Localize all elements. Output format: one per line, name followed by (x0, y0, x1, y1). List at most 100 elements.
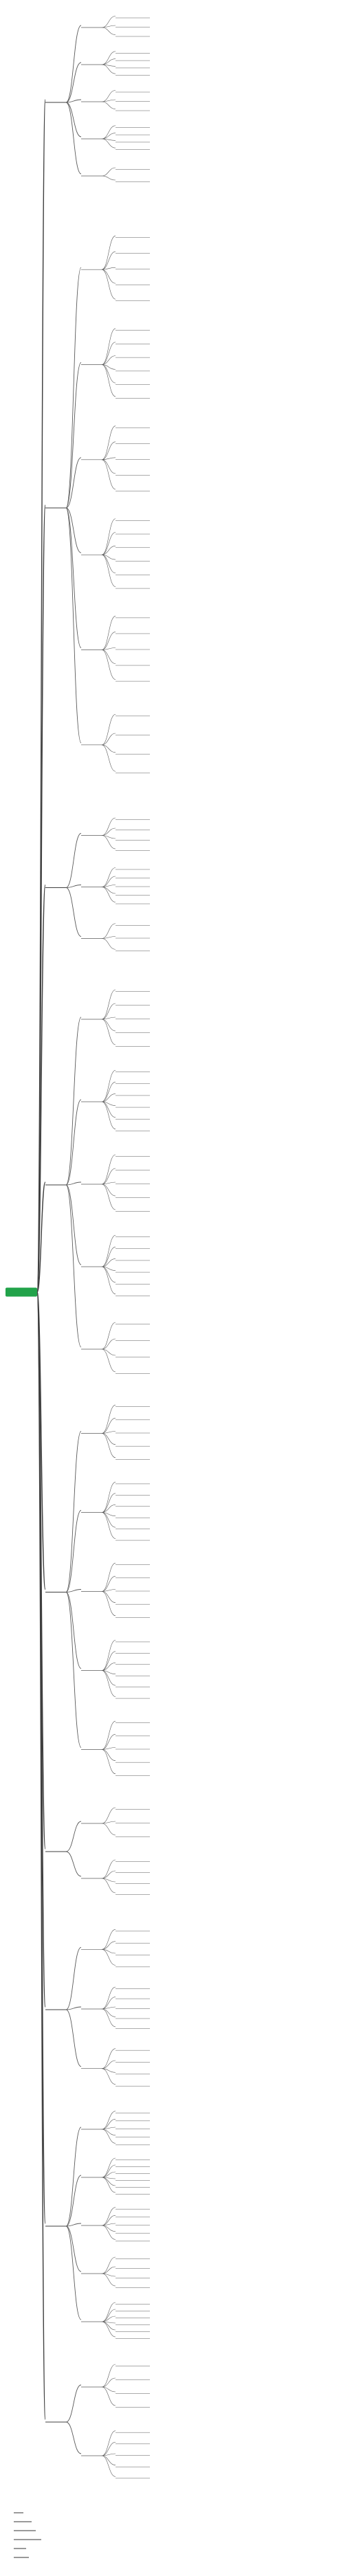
leaf-connector (101, 1576, 116, 1592)
legend-marker (14, 2520, 32, 2522)
leaf-connector (101, 1322, 116, 1350)
leaf-connector (101, 1418, 116, 1434)
leaf-connector (101, 2225, 116, 2232)
leaf-connector (101, 1433, 116, 1458)
leaf-connector (101, 459, 116, 474)
leaf-connector (101, 1404, 116, 1434)
child-connector (65, 1184, 82, 1348)
leaf-connector (101, 1093, 116, 1102)
leaf-connector (101, 647, 116, 650)
leaf-connector (101, 175, 116, 181)
leaf-connector (101, 1493, 116, 1513)
child-connector (65, 833, 82, 888)
leaf-connector (101, 1720, 116, 1750)
leaf-connector (101, 1338, 116, 1350)
leaf-connector (101, 441, 116, 460)
leaf-connector (101, 1101, 116, 1130)
leaf-connector (101, 2430, 116, 2456)
leaf-connector (101, 2119, 116, 2130)
leaf-connector (101, 2048, 116, 2069)
child-connector (65, 1099, 82, 1186)
leaf-connector (101, 1651, 116, 1671)
leaf-connector (101, 554, 116, 587)
leaf-connector (101, 1154, 116, 1185)
leaf-connector (101, 355, 116, 365)
child-connector (65, 1017, 82, 1186)
leaf-connector (101, 1348, 116, 1356)
leaf-connector (101, 1512, 116, 1539)
leaf-connector (101, 99, 116, 102)
leaf-connector (101, 2302, 116, 2322)
leaf-connector (101, 138, 116, 148)
leaf-connector (101, 1504, 116, 1513)
leaf-connector (101, 923, 116, 939)
branch-connector (36, 1291, 46, 1590)
leaf-connector (101, 457, 116, 460)
leaf-connector (101, 632, 116, 650)
leaf-connector (101, 887, 116, 894)
leaf-connector (101, 51, 116, 65)
leaf-connector (101, 936, 116, 939)
leaf-connector (101, 1591, 116, 1603)
child-connector (65, 2223, 82, 2227)
leaf-connector (101, 2111, 116, 2130)
leaf-connector (101, 2273, 116, 2287)
leaf-connector (101, 1017, 116, 1020)
leaf-connector (101, 2129, 116, 2135)
child-connector (65, 2421, 82, 2454)
legend-item (14, 2553, 96, 2561)
leaf-connector (101, 267, 116, 270)
leaf-connector (101, 2177, 116, 2193)
leaf-connector (101, 616, 116, 650)
leaf-connector (101, 828, 116, 836)
leaf-connector (101, 887, 116, 902)
leaf-connector (101, 817, 116, 836)
leaf-connector (101, 989, 116, 1020)
leaf-connector (101, 1878, 116, 1894)
root-node[interactable] (6, 1287, 37, 1297)
leaf-connector (101, 1929, 116, 1950)
leaf-connector (101, 649, 116, 664)
legend-item (14, 2544, 96, 2552)
leaf-connector (101, 1069, 116, 1102)
leaf-connector (101, 1348, 116, 1373)
child-connector (65, 507, 82, 744)
leaf-connector (101, 235, 116, 270)
leaf-connector (101, 714, 116, 746)
leaf-connector (101, 1266, 116, 1295)
child-connector (65, 1510, 82, 1592)
leaf-connector (101, 1234, 116, 1267)
child-connector (65, 1589, 82, 1592)
leaf-connector (101, 1258, 116, 1267)
child-connector (65, 1821, 82, 1852)
leaf-connector (101, 1749, 116, 1761)
child-connector (65, 2175, 82, 2227)
leaf-connector (101, 125, 116, 140)
leaf-connector (101, 101, 116, 109)
leaf-connector (101, 2453, 116, 2456)
leaf-connector (101, 167, 116, 177)
leaf-connector (101, 2225, 116, 2240)
leaf-connector (101, 1246, 116, 1267)
child-connector (65, 1592, 82, 1669)
leaf-connector (101, 532, 116, 555)
child-connector (65, 99, 82, 103)
leaf-connector (101, 342, 116, 365)
leaf-connector (101, 2309, 116, 2322)
leaf-connector (101, 1081, 116, 1102)
leaf-connector (101, 1019, 116, 1032)
leaf-connector (101, 2442, 116, 2456)
child-connector (65, 2384, 82, 2423)
leaf-connector (101, 2068, 116, 2085)
leaf-connector (101, 2207, 116, 2226)
leaf-connector (101, 2455, 116, 2465)
leaf-connector (101, 1431, 116, 1434)
legend-marker (14, 2529, 36, 2531)
leaf-connector (101, 2266, 116, 2274)
leaf-connector (101, 1670, 116, 1697)
leaf-connector (101, 867, 116, 887)
leaf-connector (101, 64, 116, 74)
leaf-connector (101, 1562, 116, 1592)
leaf-connector (101, 1859, 116, 1879)
